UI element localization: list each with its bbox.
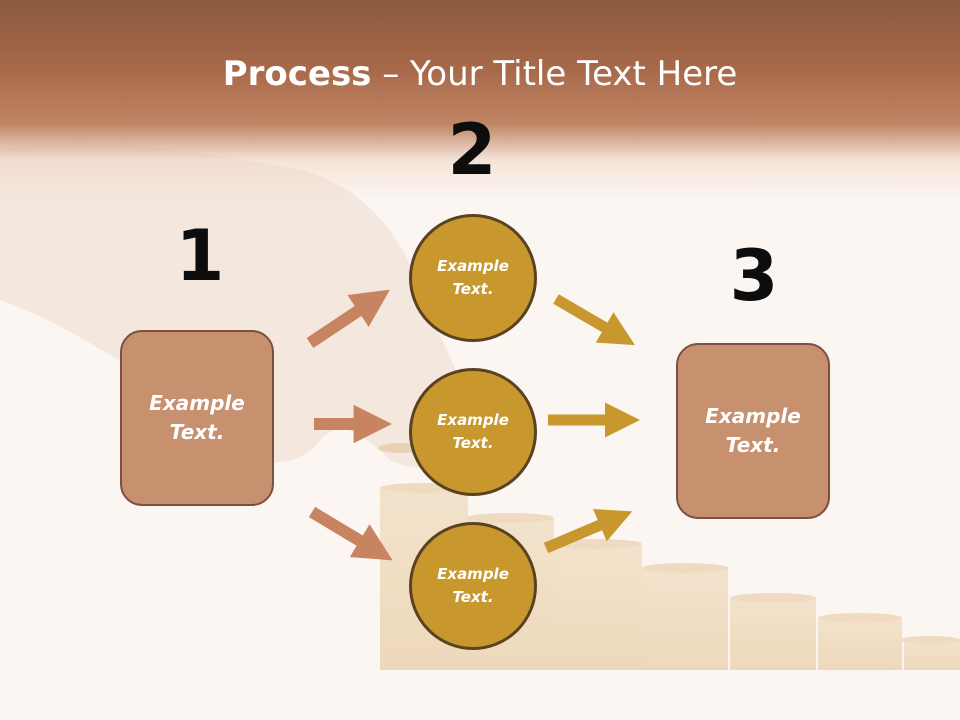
hand-silhouette: [0, 143, 480, 469]
slide-title: Process – Your Title Text Here: [0, 52, 960, 96]
right-text-box: Example Text.: [676, 343, 830, 519]
title-rest: – Your Title Text Here: [371, 54, 738, 94]
circle-middle: Example Text.: [409, 368, 537, 496]
arrow-left-down: [308, 506, 393, 561]
step-number-1: 1: [175, 215, 225, 297]
title-bold: Process: [222, 54, 372, 94]
step-number-3: 3: [729, 235, 779, 317]
arrow-left-up: [306, 289, 390, 348]
left-text-box: Example Text.: [120, 330, 274, 506]
left-box-text: Example Text.: [149, 391, 245, 444]
circle-bottom-text: Example Text.: [437, 565, 509, 606]
step-number-2: 2: [447, 109, 497, 191]
arrow-right-up: [543, 508, 633, 554]
circle-bottom: Example Text.: [409, 522, 537, 650]
circle-middle-text: Example Text.: [437, 411, 509, 452]
header-band: [0, 0, 960, 200]
right-box-text: Example Text.: [705, 404, 801, 457]
arrow-right-down: [553, 294, 636, 346]
circle-top: Example Text.: [409, 214, 537, 342]
circle-top-text: Example Text.: [437, 257, 509, 298]
